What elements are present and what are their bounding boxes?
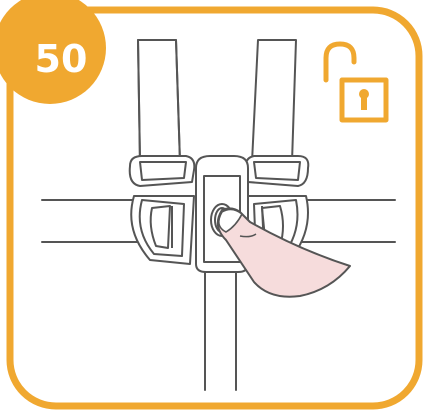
crotch-strap xyxy=(205,268,236,390)
right-shoulder-strap xyxy=(252,40,296,162)
left-buckle-tongue xyxy=(130,156,195,264)
unlocked-padlock-icon xyxy=(326,44,386,120)
left-shoulder-strap xyxy=(138,40,180,162)
step-number: 50 xyxy=(30,40,92,78)
